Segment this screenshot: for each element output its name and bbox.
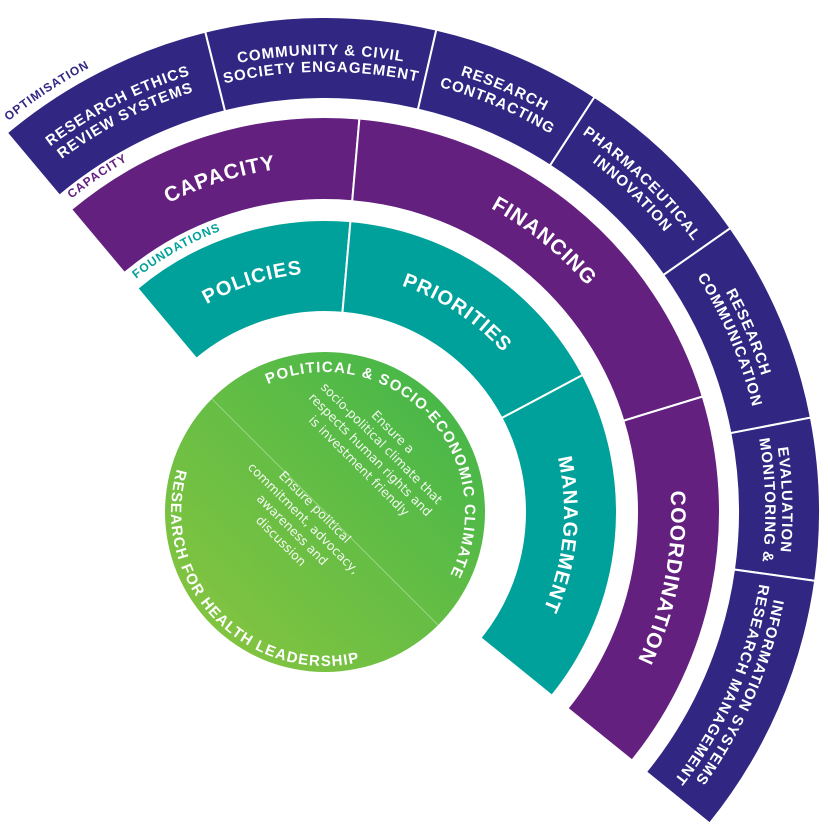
core-divider: [211, 398, 439, 626]
segment-label-text: EVALUATION: [774, 446, 795, 554]
segment-capacity-2[interactable]: [566, 395, 721, 762]
segment-label-optimisation-5: EVALUATION: [774, 446, 796, 554]
core-circle-group: Ensure asocio-political climate thatresp…: [165, 352, 485, 672]
segment-foundations-2[interactable]: [479, 373, 619, 698]
segment-optimisation-6[interactable]: [644, 568, 817, 825]
core-circle: [165, 352, 485, 672]
rings-layer: POLICIESPRIORITIESMANAGEMENTCAPACITYFINA…: [5, 16, 821, 825]
